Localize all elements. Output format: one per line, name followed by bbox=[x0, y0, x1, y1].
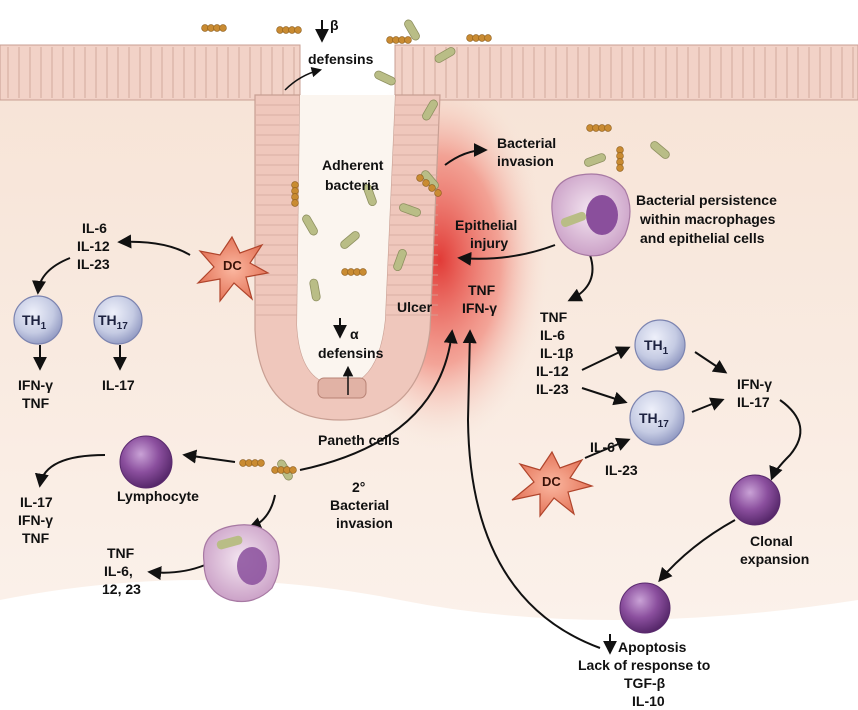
right-c1: TNF bbox=[540, 309, 568, 325]
cocci-bacterium bbox=[485, 35, 492, 42]
clonal-lymphocyte bbox=[730, 475, 780, 525]
beta-symbol: β bbox=[330, 17, 339, 33]
right-c2: IL-6 bbox=[540, 327, 565, 343]
adherent-line1: Adherent bbox=[322, 157, 384, 173]
epithelial-injury-line1: Epithelial bbox=[455, 217, 517, 233]
alpha-symbol: α bbox=[350, 326, 359, 342]
ulcer-ifn: IFN-γ bbox=[462, 300, 497, 316]
paneth-cells bbox=[318, 378, 366, 398]
right-out1: IFN-γ bbox=[737, 376, 772, 392]
left-il12: IL-12 bbox=[77, 238, 110, 254]
bacterial-invasion-line1: Bacterial bbox=[497, 135, 556, 151]
ulcer-tnf: TNF bbox=[468, 282, 496, 298]
cocci-bacterium bbox=[429, 185, 436, 192]
cocci-bacterium bbox=[405, 37, 412, 44]
secondary-line1: 2° bbox=[352, 479, 365, 495]
macrophage-top bbox=[552, 174, 630, 256]
th17-left-out: IL-17 bbox=[102, 377, 135, 393]
clonal-line2: expansion bbox=[740, 551, 809, 567]
lymphocyte-label: Lymphocyte bbox=[117, 488, 199, 504]
bottom-l3: TNF bbox=[22, 530, 50, 546]
dc-right-il23: IL-23 bbox=[605, 462, 638, 478]
apoptosis-line2: Lack of response to bbox=[578, 657, 710, 673]
bottom-m3: 12, 23 bbox=[102, 581, 141, 597]
secondary-line2: Bacterial bbox=[330, 497, 389, 513]
left-il23: IL-23 bbox=[77, 256, 110, 272]
bottom-l2: IFN-γ bbox=[18, 512, 53, 528]
persistence-line3: and epithelial cells bbox=[640, 230, 765, 246]
dc-left-label: DC bbox=[223, 258, 242, 273]
apoptosis-line1: Apoptosis bbox=[618, 639, 687, 655]
persistence-line2: within macrophages bbox=[639, 211, 776, 227]
persistence-line1: Bacterial persistence bbox=[636, 192, 777, 208]
secondary-line3: invasion bbox=[336, 515, 393, 531]
right-c4: IL-12 bbox=[536, 363, 569, 379]
macrophage-bottom bbox=[204, 525, 280, 602]
apoptosis-line4: IL-10 bbox=[632, 693, 665, 709]
clonal-line1: Clonal bbox=[750, 533, 793, 549]
dc-right-label: DC bbox=[542, 474, 561, 489]
bottom-l1: IL-17 bbox=[20, 494, 53, 510]
adherent-line2: bacteria bbox=[325, 177, 379, 193]
alpha-defensins-label: defensins bbox=[318, 345, 384, 361]
bottom-m1: TNF bbox=[107, 545, 135, 561]
cocci-bacterium bbox=[605, 125, 612, 132]
cocci-bacterium bbox=[360, 269, 367, 276]
epithelium-right bbox=[395, 45, 858, 100]
right-c5: IL-23 bbox=[536, 381, 569, 397]
cocci-bacterium bbox=[295, 27, 302, 34]
lymphocyte-cell bbox=[120, 436, 172, 488]
apoptosis-line3: TGF-β bbox=[624, 675, 666, 691]
cocci-bacterium bbox=[258, 460, 265, 467]
right-out2: IL-17 bbox=[737, 394, 770, 410]
th1-left-out1: IFN-γ bbox=[18, 377, 53, 393]
cocci-bacterium bbox=[292, 200, 299, 207]
cocci-bacterium bbox=[220, 25, 227, 32]
left-il6: IL-6 bbox=[82, 220, 107, 236]
beta-defensins-label: defensins bbox=[308, 51, 374, 67]
right-c3: IL-1β bbox=[540, 345, 574, 361]
apoptosis-lymphocyte bbox=[620, 583, 670, 633]
paneth-label: Paneth cells bbox=[318, 432, 400, 448]
cocci-bacterium bbox=[290, 467, 297, 474]
cocci-bacterium bbox=[435, 190, 442, 197]
cocci-bacterium bbox=[617, 165, 624, 172]
cocci-bacterium bbox=[423, 180, 430, 187]
bottom-m2: IL-6, bbox=[104, 563, 133, 579]
cocci-bacterium bbox=[417, 175, 424, 182]
epithelial-injury-line2: injury bbox=[470, 235, 508, 251]
th1-left-out2: TNF bbox=[22, 395, 50, 411]
ulcer-label: Ulcer bbox=[397, 299, 433, 315]
epithelium-left bbox=[0, 45, 300, 100]
bacterial-invasion-line2: invasion bbox=[497, 153, 554, 169]
dc-right-il6: IL-6 bbox=[590, 439, 615, 455]
